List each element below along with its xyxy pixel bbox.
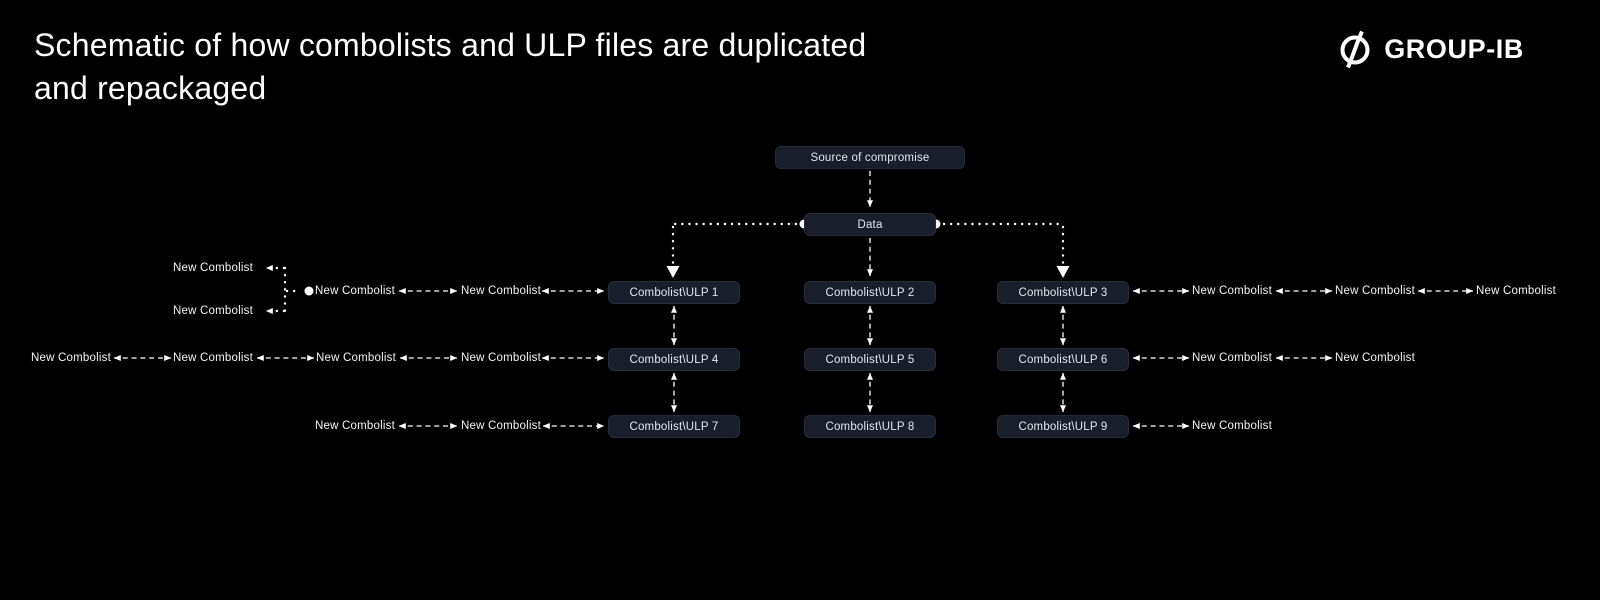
new-combolist-label: New Combolist xyxy=(461,352,541,364)
logo-wordmark: GROUP-IB xyxy=(1384,33,1524,64)
group-ib-logo: GROUP-IB xyxy=(1335,28,1524,70)
node-combolist-ulp-9: Combolist\ULP 9 xyxy=(997,415,1129,438)
new-combolist-label: New Combolist xyxy=(1335,285,1415,297)
new-combolist-label: New Combolist xyxy=(1192,420,1272,432)
down-arrowhead xyxy=(666,266,680,278)
node-combolist-ulp-8: Combolist\ULP 8 xyxy=(804,415,936,438)
new-combolist-label: New Combolist xyxy=(316,352,396,364)
node-combolist-ulp-1: Combolist\ULP 1 xyxy=(608,281,740,304)
down-arrowhead xyxy=(1056,266,1070,278)
data-elbow-right xyxy=(931,219,1070,278)
page-title-line1: Schematic of how combolists and ULP file… xyxy=(34,27,867,63)
new-combolist-label: New Combolist xyxy=(315,285,395,297)
node-combolist-ulp-2: Combolist\ULP 2 xyxy=(804,281,936,304)
new-combolist-label: New Combolist xyxy=(461,285,541,297)
data-elbow-left xyxy=(666,219,809,278)
new-combolist-label: New Combolist xyxy=(31,352,111,364)
page-title-line2: and repackaged xyxy=(34,70,267,106)
page-title: Schematic of how combolists and ULP file… xyxy=(34,24,866,110)
new-combolist-label: New Combolist xyxy=(1192,352,1272,364)
new-combolist-label: New Combolist xyxy=(1192,285,1272,297)
new-combolist-label: New Combolist xyxy=(1476,285,1556,297)
node-combolist-ulp-4: Combolist\ULP 4 xyxy=(608,348,740,371)
node-combolist-ulp-6: Combolist\ULP 6 xyxy=(997,348,1129,371)
column-links xyxy=(671,305,1066,413)
node-data: Data xyxy=(804,213,936,236)
circle-slash-icon xyxy=(1340,30,1370,69)
new-combolist-label: New Combolist xyxy=(1335,352,1415,364)
new-combolist-label: New Combolist xyxy=(461,420,541,432)
new-combolist-label: New Combolist xyxy=(173,262,253,274)
node-source-of-compromise: Source of compromise xyxy=(775,146,965,169)
new-combolist-label: New Combolist xyxy=(173,352,253,364)
node-combolist-ulp-5: Combolist\ULP 5 xyxy=(804,348,936,371)
branch-top-left xyxy=(264,265,314,314)
junction-dot xyxy=(304,286,314,296)
new-combolist-label: New Combolist xyxy=(173,305,253,317)
node-combolist-ulp-7: Combolist\ULP 7 xyxy=(608,415,740,438)
node-combolist-ulp-3: Combolist\ULP 3 xyxy=(997,281,1129,304)
new-combolist-label: New Combolist xyxy=(315,420,395,432)
